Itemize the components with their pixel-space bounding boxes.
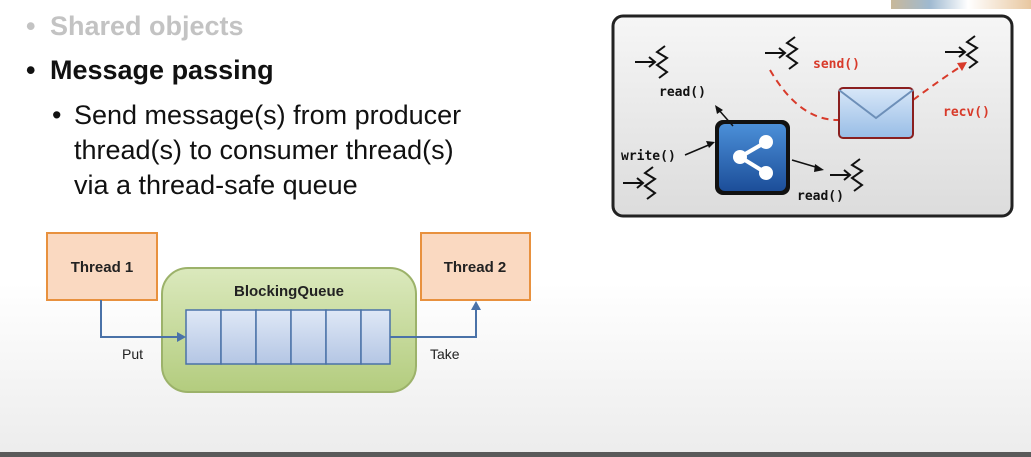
thread-squiggle-icon xyxy=(623,166,657,200)
put-label: Put xyxy=(122,346,143,362)
read-label-top: read() xyxy=(659,85,706,100)
bullet-message-passing: •Message passing xyxy=(26,55,274,85)
sub-bullet-line: thread(s) to consumer thread(s) xyxy=(74,135,454,165)
sub-bullet-line: Send message(s) from producer xyxy=(74,100,462,130)
recv-label: recv() xyxy=(943,105,990,120)
send-label: send() xyxy=(813,57,860,72)
send-recv-path xyxy=(769,69,854,121)
queue-slots xyxy=(185,309,391,365)
bullet-shared-objects: •Shared objects xyxy=(26,11,244,41)
take-arrow xyxy=(390,308,477,338)
envelope-icon xyxy=(838,87,914,139)
thread-2-label: Thread 2 xyxy=(444,259,507,276)
thread-1-label: Thread 1 xyxy=(71,259,134,276)
thread-squiggle-icon xyxy=(635,45,669,79)
sub-bullet: • Send message(s) from producer thread(s… xyxy=(52,100,462,200)
thread-squiggle-icon xyxy=(945,35,979,69)
thread-1-box xyxy=(46,232,158,301)
put-arrow xyxy=(100,300,180,338)
thread-squiggle-icon xyxy=(830,158,864,192)
read-label-bottom: read() xyxy=(797,189,844,204)
diagram-panel xyxy=(611,14,1014,218)
sub-bullet-line: via a thread-safe queue xyxy=(74,170,358,200)
bottom-bar xyxy=(0,452,1031,457)
share-node-icon xyxy=(715,120,790,195)
thread-2-box xyxy=(420,232,531,301)
thread-squiggle-icon xyxy=(765,36,799,70)
take-label: Take xyxy=(430,346,460,362)
write-label: write() xyxy=(621,149,676,164)
bullet-list: •Shared objects •Message passing xyxy=(26,6,274,92)
webcam-overlay xyxy=(891,0,1031,9)
blocking-queue-diagram: BlockingQueue Thread 1 Thread 2 Put Take xyxy=(46,232,531,393)
message-passing-diagram: send() recv() read() write() read() xyxy=(611,14,1014,218)
queue-label: BlockingQueue xyxy=(234,283,344,300)
